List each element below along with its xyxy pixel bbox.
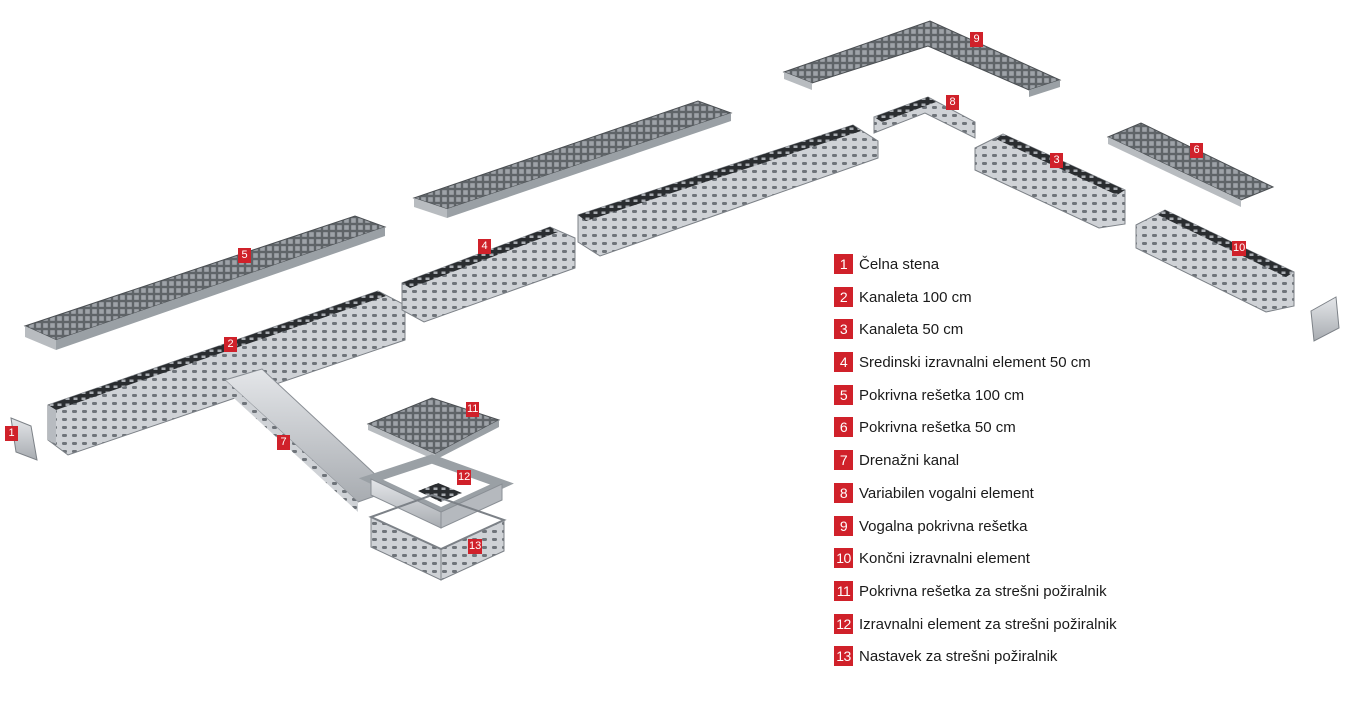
end-leveling-element: [1135, 209, 1295, 313]
callout-10: 10: [1232, 241, 1247, 256]
legend-badge: 3: [834, 319, 853, 340]
legend-item: 1 Čelna stena: [834, 254, 1194, 287]
callout-4: 4: [478, 239, 491, 254]
legend-item: 11 Pokrivna rešetka za strešni požiralni…: [834, 580, 1194, 614]
legend-item: 6 Pokrivna rešetka 50 cm: [834, 417, 1194, 450]
legend-item: 13 Nastavek za strešni požiralnik: [834, 646, 1194, 679]
channel-100cm-center: [577, 124, 879, 257]
legend-badge: 10: [834, 548, 853, 569]
legend-badge: 2: [834, 286, 853, 307]
variable-corner-element: [873, 96, 976, 139]
grate-50cm: [1106, 122, 1275, 207]
legend-item: 10 Končni izravnalni element: [834, 548, 1194, 581]
channel-100cm: [47, 290, 406, 456]
legend-label: Pokrivna rešetka za strešni požiralnik: [859, 582, 1107, 600]
callout-1-left: 1: [5, 426, 18, 441]
legend-badge: 12: [834, 613, 853, 634]
legend-badge: 8: [834, 482, 853, 503]
legend-badge: 7: [834, 450, 853, 471]
centre-leveling-element: [401, 226, 576, 323]
legend-item: 12 Izravnalni element za strešni požiral…: [834, 613, 1194, 647]
drainage-channel: [224, 368, 393, 512]
legend-item: 3 Kanaleta 50 cm: [834, 319, 1194, 352]
corner-grate: [782, 20, 1062, 97]
legend-label: Drenažni kanal: [859, 452, 960, 470]
legend-badge: 4: [834, 352, 853, 373]
grate-100cm-center: [412, 100, 733, 218]
legend-label: Variabilen vogalni element: [859, 484, 1034, 502]
legend-label: Kanaleta 100 cm: [859, 288, 972, 306]
legend-item: 5 Pokrivna rešetka 100 cm: [834, 384, 1194, 418]
legend-label: Končni izravnalni element: [859, 550, 1030, 568]
channel-50cm: [974, 133, 1126, 229]
callout-6: 6: [1190, 143, 1203, 158]
legend-badge: 1: [834, 254, 853, 274]
legend-badge: 11: [834, 580, 853, 601]
callout-13: 13: [468, 539, 483, 554]
legend-label: Pokrivna rešetka 100 cm: [859, 386, 1025, 404]
callout-3: 3: [1050, 153, 1063, 168]
legend-badge: 9: [834, 515, 853, 536]
callout-12: 12: [457, 470, 472, 485]
callout-7: 7: [277, 435, 290, 450]
legend-label: Izravnalni element za strešni požiralnik: [859, 615, 1117, 633]
end-wall-right: [1310, 296, 1340, 342]
legend-item: 2 Kanaleta 100 cm: [834, 286, 1194, 320]
legend-label: Sredinski izravnalni element 50 cm: [859, 354, 1091, 372]
legend-label: Nastavek za strešni požiralnik: [859, 648, 1058, 666]
legend-item: 4 Sredinski izravnalni element 50 cm: [834, 352, 1194, 385]
legend-badge: 6: [834, 417, 853, 438]
legend-label: Kanaleta 50 cm: [859, 321, 964, 339]
legend-item: 9 Vogalna pokrivna rešetka: [834, 515, 1194, 549]
legend-label: Vogalna pokrivna rešetka: [859, 517, 1028, 535]
callout-2: 2: [224, 337, 237, 352]
legend-badge: 13: [834, 646, 853, 667]
callout-5: 5: [238, 248, 251, 263]
legend-badge: 5: [834, 384, 853, 405]
legend-label: Čelna stena: [859, 256, 940, 273]
callout-11: 11: [466, 402, 480, 417]
legend-item: 8 Variabilen vogalni element: [834, 482, 1194, 516]
callout-9: 9: [970, 32, 983, 47]
legend-item: 7 Drenažni kanal: [834, 450, 1194, 483]
roof-drain-leveling-element: [358, 454, 514, 529]
callout-8: 8: [946, 95, 959, 110]
legend-label: Pokrivna rešetka 50 cm: [859, 419, 1016, 437]
legend: 1 Čelna stena 2 Kanaleta 100 cm 3 Kanale…: [834, 254, 1194, 679]
